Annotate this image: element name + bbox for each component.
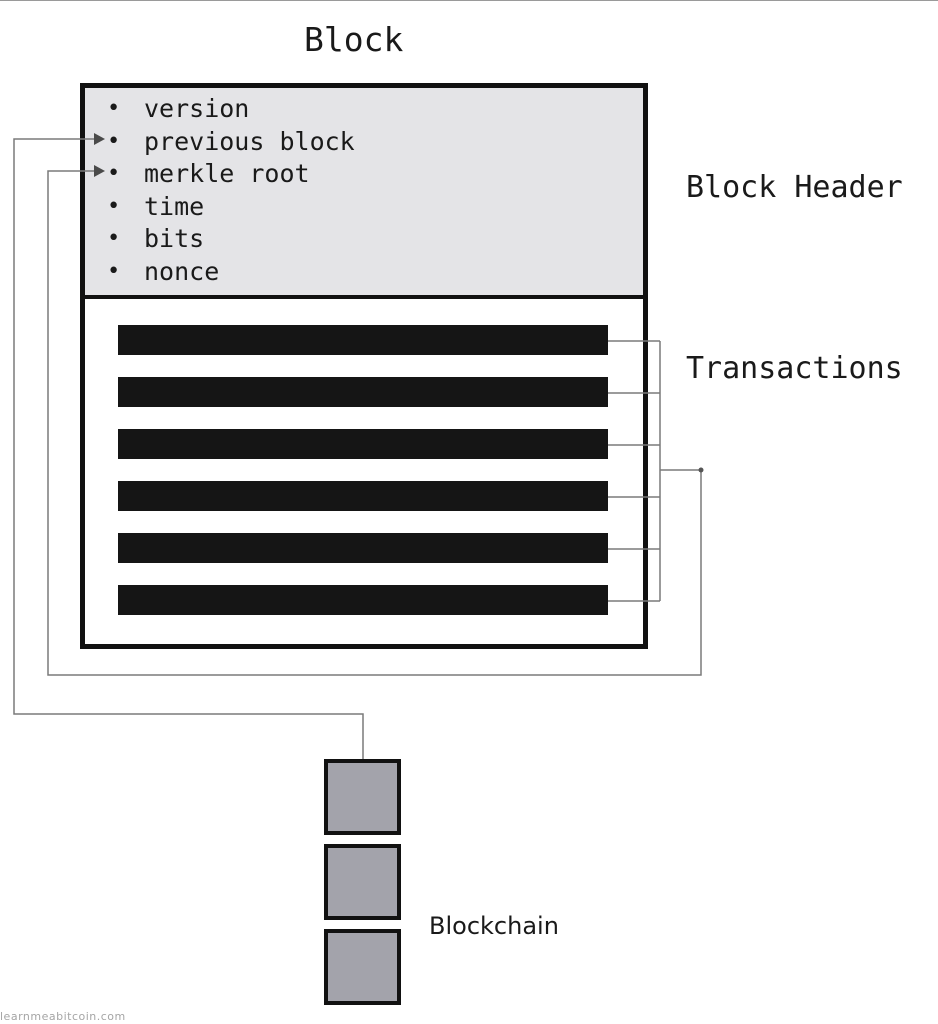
bullet-icon: • [107,161,121,187]
block-header-section: • version • previous block • merkle root… [85,88,643,299]
arrow-head-icon [94,165,105,177]
blockchain-label: Blockchain [429,912,559,940]
block-title: Block [304,20,404,59]
top-border-line [0,0,938,1]
arrow-head-icon [94,133,105,145]
blockchain-block [324,759,401,835]
transaction-bracket-ticks [608,340,660,602]
junction-dot [698,467,704,473]
bullet-icon: • [107,128,121,154]
block-header-label: Block Header [686,170,903,205]
block-frame: • version • previous block • merkle root… [80,83,648,649]
field-label: previous block [144,126,355,156]
field-label: time [144,191,205,221]
previous-block-connector [13,138,364,759]
bullet-icon: • [107,226,121,252]
blockchain-block [324,929,401,1005]
field-label: version [144,94,250,123]
bullet-icon: • [107,193,121,219]
transaction-bar [118,533,608,563]
bullet-icon: • [107,96,121,121]
transaction-bar [118,481,608,511]
transaction-bar [118,325,608,355]
transaction-bar [118,429,608,459]
watermark: learnmeabitcoin.com [0,1010,126,1023]
transactions-label: Transactions [686,351,903,386]
transaction-bar [118,585,608,615]
field-label: merkle root [144,159,310,189]
bullet-icon: • [107,258,121,284]
field-label: nonce [144,256,220,286]
field-label: bits [144,224,205,254]
merkle-root-connector [47,170,702,676]
blockchain-block [324,844,401,920]
transaction-bar [118,377,608,407]
